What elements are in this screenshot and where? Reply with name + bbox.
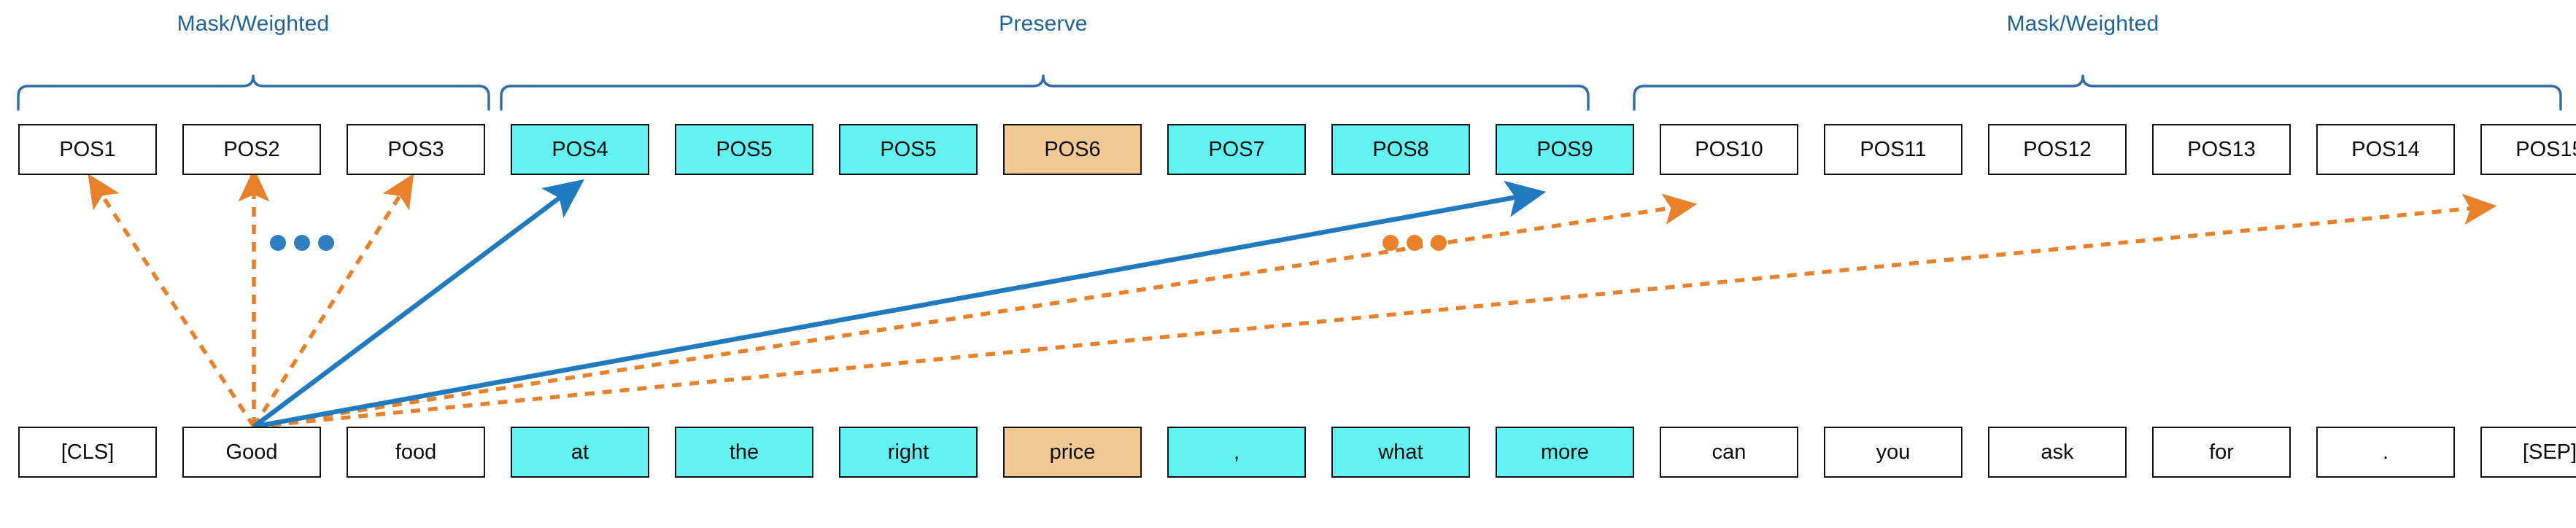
token-box-period[interactable]: .: [2316, 427, 2455, 478]
pos-box-15[interactable]: POS14: [2316, 124, 2455, 175]
pos-box-2[interactable]: POS2: [182, 124, 321, 175]
pos-box-5[interactable]: POS5: [675, 124, 813, 175]
brace-middle: [500, 74, 1590, 111]
pos-box-9[interactable]: POS8: [1331, 124, 1470, 175]
ellipsis-dot: [1382, 235, 1399, 251]
arrow-to-pos4: [252, 179, 585, 429]
ellipsis-dot: [294, 235, 310, 251]
pos-box-16[interactable]: POS15: [2480, 124, 2576, 175]
pos-box-13[interactable]: POS12: [1988, 124, 2127, 175]
pos-box-8[interactable]: POS7: [1167, 124, 1306, 175]
pos-box-12[interactable]: POS11: [1824, 124, 1962, 175]
group-label-right: Mask/Weighted: [2006, 12, 2159, 36]
token-box-you[interactable]: you: [1824, 427, 1962, 478]
token-box-can[interactable]: can: [1660, 427, 1798, 478]
pos-box-10[interactable]: POS9: [1496, 124, 1634, 175]
pos-box-4[interactable]: POS4: [511, 124, 649, 175]
token-box-what[interactable]: what: [1331, 427, 1470, 478]
token-box-ask[interactable]: ask: [1988, 427, 2127, 478]
arrow-to-pos15: [253, 193, 2497, 429]
ellipsis-dot: [1407, 235, 1423, 251]
brace-right: [1633, 74, 2562, 111]
token-box-for[interactable]: for: [2152, 427, 2291, 478]
ellipsis-dot: [1431, 235, 1447, 251]
brace-left: [17, 74, 490, 111]
arrow-to-pos3: [252, 173, 414, 428]
token-box-cls[interactable]: [CLS]: [18, 427, 157, 478]
pos-box-11[interactable]: POS10: [1660, 124, 1798, 175]
solid-arrows: [252, 179, 1547, 430]
token-box-comma[interactable]: ,: [1167, 427, 1306, 478]
token-box-more[interactable]: more: [1496, 427, 1634, 478]
token-box-the[interactable]: the: [675, 427, 813, 478]
pos-box-14[interactable]: POS13: [2152, 124, 2291, 175]
pos-box-7[interactable]: POS6: [1003, 124, 1142, 175]
token-box-food[interactable]: food: [347, 427, 485, 478]
pos-box-1[interactable]: POS1: [18, 124, 157, 175]
arrow-to-pos9: [253, 180, 1547, 430]
token-box-price[interactable]: price: [1003, 427, 1142, 478]
token-box-sep[interactable]: [SEP]: [2480, 427, 2576, 478]
token-box-good[interactable]: Good: [182, 427, 321, 478]
pos-box-3[interactable]: POS3: [347, 124, 485, 175]
token-box-right[interactable]: right: [839, 427, 978, 478]
ellipsis-dot: [318, 235, 334, 251]
group-label-middle: Preserve: [999, 12, 1088, 36]
group-label-left: Mask/Weighted: [177, 12, 330, 36]
ellipsis-left: [270, 235, 334, 251]
arrow-to-pos1: [88, 174, 256, 428]
ellipsis-dot: [270, 235, 286, 251]
pos-box-6[interactable]: POS5: [839, 124, 978, 175]
ellipsis-right: [1382, 235, 1447, 251]
token-box-at[interactable]: at: [511, 427, 649, 478]
